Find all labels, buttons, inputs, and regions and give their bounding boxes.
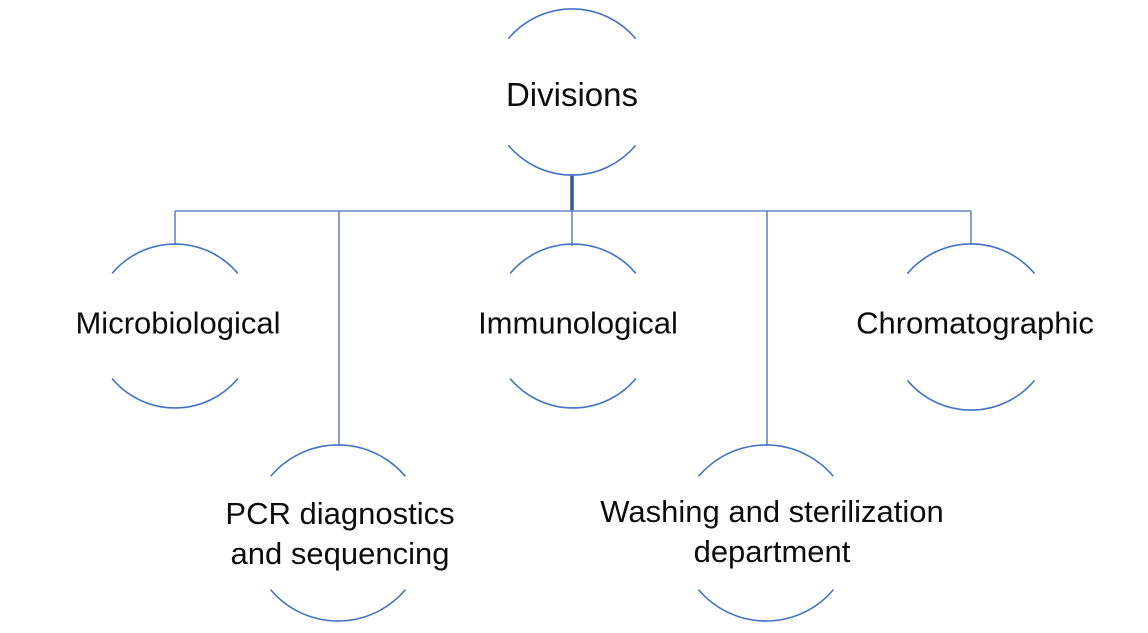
circle-washing-bottom-arc (697, 589, 835, 622)
node-label-immunological: Immunological (478, 305, 678, 341)
circle-divisions-top-arc (507, 8, 637, 40)
node-label-pcr-line1: PCR diagnostics (225, 496, 455, 531)
circle-microbiological-bottom-arc (111, 378, 239, 409)
circle-washing-top-arc (697, 444, 835, 477)
node-label-washing-line1: Washing and sterilization (600, 494, 944, 529)
circle-divisions-bottom-arc (507, 144, 637, 176)
circle-pcr-top-arc (269, 444, 407, 477)
node-label-pcr: PCR diagnostics and sequencing (225, 494, 454, 574)
circle-chromatographic-top-arc (906, 243, 1036, 275)
circle-microbiological-top-arc (111, 243, 239, 274)
node-label-microbiological: Microbiological (75, 305, 281, 341)
node-label-chromatographic: Chromatographic (856, 305, 1094, 341)
circle-immunological-top-arc (509, 243, 637, 274)
circle-chromatographic-bottom-arc (906, 379, 1036, 411)
circle-immunological-bottom-arc (509, 378, 637, 409)
node-label-pcr-line2: and sequencing (230, 536, 450, 571)
node-label-washing-line2: department (693, 534, 851, 569)
circle-pcr-bottom-arc (269, 589, 407, 622)
node-label-washing: Washing and sterilization department (600, 492, 943, 572)
node-label-divisions: Divisions (505, 76, 639, 114)
